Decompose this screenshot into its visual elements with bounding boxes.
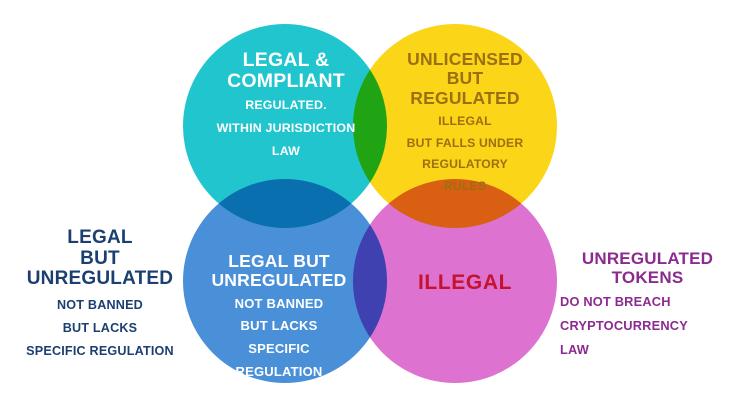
outer-label-legal-but-unregulated: LEGAL BUT UNREGULATED NOT BANNED BUT LAC…: [20, 227, 180, 360]
circle-unregulated-tokens: [353, 179, 557, 383]
outer-right-sub-line1: DO NOT BREACH: [560, 294, 671, 310]
label-legal-unreg-heading-line1: LEGAL BUT: [228, 251, 330, 271]
label-unlicensed-sub-line2: BUT FALLS UNDER: [406, 135, 524, 150]
label-legal-unreg-heading-line2: UNREGULATED: [211, 269, 347, 290]
label-unlicensed-heading-line1: UNLICENSED: [407, 49, 523, 69]
label-legal-compliant-sub-line2: WITHIN JURISDICTION: [216, 120, 356, 135]
outer-right-heading-line2: TOKENS: [611, 267, 684, 287]
label-illegal-heading: ILLEGAL: [417, 271, 513, 294]
label-unlicensed-heading-line2: BUT: [446, 68, 484, 89]
label-legal-compliant-heading-line2: COMPLIANT: [227, 69, 345, 92]
label-unlicensed-sub-line4: RULES: [443, 179, 487, 194]
label-unlicensed-sub-line3: REGULATORY: [422, 157, 508, 172]
label-legal-unreg-sub-line2: BUT LACKS: [240, 318, 318, 334]
label-illegal: ILLEGAL: [390, 271, 540, 294]
label-unlicensed-heading-line3: REGULATED: [410, 87, 520, 108]
outer-left-sub-line1: NOT BANNED: [57, 297, 143, 312]
label-legal-compliant-sub-line1: REGULATED.: [245, 98, 327, 113]
label-legal-unreg-sub-line3: SPECIFIC: [248, 341, 310, 357]
outer-left-sub-line3: SPECIFIC REGULATION: [26, 344, 174, 359]
label-unlicensed-sub-line1: ILLEGAL: [438, 113, 492, 128]
outer-left-sub-line2: BUT LACKS: [62, 320, 138, 335]
outer-label-unregulated-tokens: UNREGULATED TOKENS DO NOT BREACH CRYPTOC…: [560, 249, 735, 358]
label-legal-unreg-sub-line1: NOT BANNED: [234, 295, 324, 311]
outer-left-heading-line3: UNREGULATED: [26, 268, 174, 290]
label-legal-compliant-heading-line1: LEGAL &: [242, 49, 330, 71]
outer-left-heading-line2: BUT: [80, 247, 120, 269]
label-unlicensed-but-regulated: UNLICENSED BUT REGULATED ILLEGAL BUT FAL…: [382, 49, 548, 195]
outer-left-heading-line1: LEGAL: [67, 227, 133, 248]
label-legal-but-unregulated-inner: LEGAL BUT UNREGULATED NOT BANNED BUT LAC…: [190, 252, 368, 380]
label-legal-compliant-sub-line3: LAW: [271, 143, 301, 158]
outer-right-sub-line2: CRYPTOCURRENCY: [560, 318, 688, 333]
outer-right-heading-line1: UNREGULATED: [581, 249, 714, 268]
outer-right-sub-line3: LAW: [560, 341, 590, 357]
label-legal-compliant: LEGAL & COMPLIANT REGULATED. WITHIN JURI…: [196, 50, 376, 159]
label-legal-unreg-sub-line4: REGULATION: [235, 363, 323, 379]
